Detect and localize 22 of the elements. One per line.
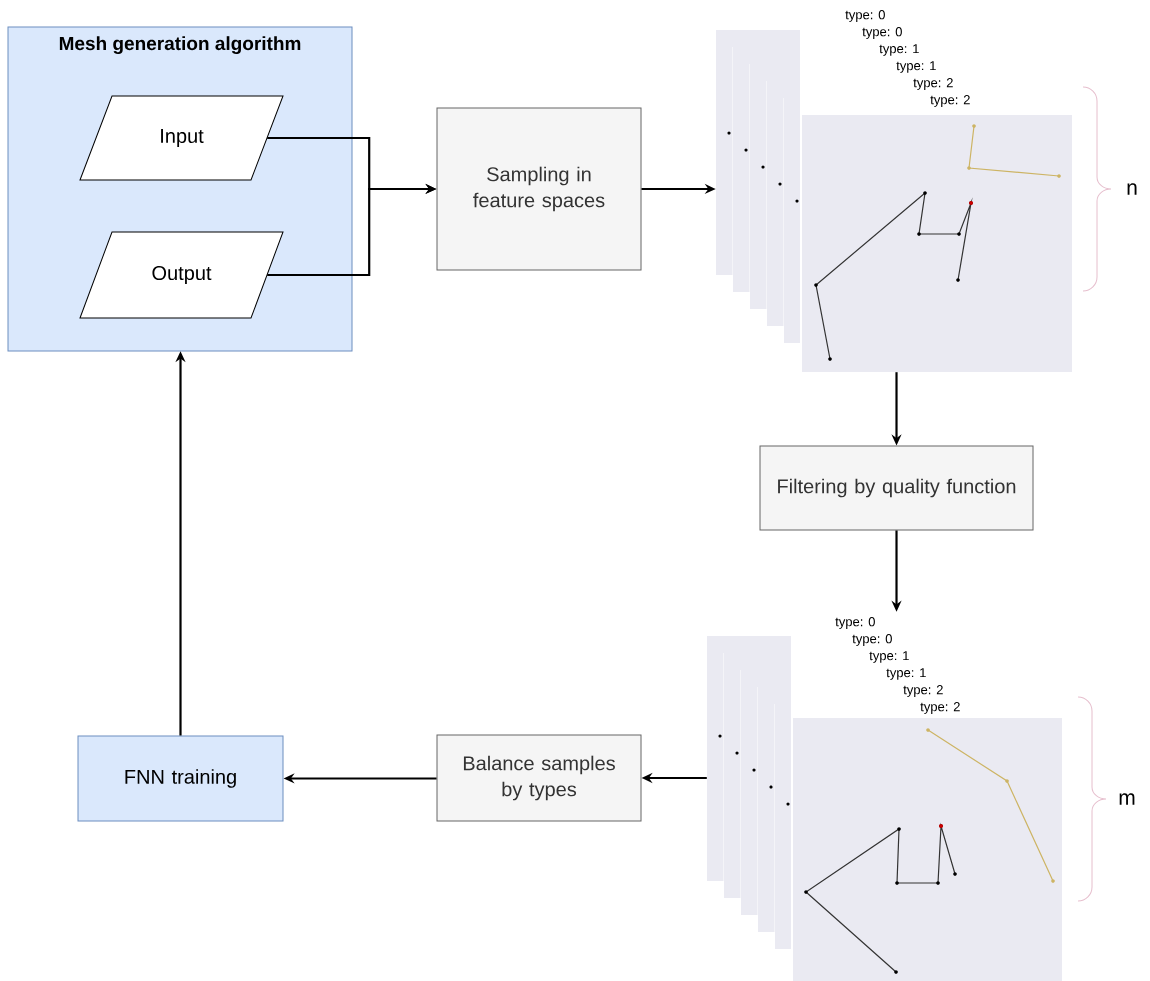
type-label: type: 1	[896, 61, 936, 73]
process-box: Filtering by quality function	[759, 445, 1034, 531]
process-box: Balance samples by types	[436, 734, 642, 822]
type-label: type: 2	[920, 702, 960, 714]
type-label: type: 2	[913, 78, 953, 90]
stacked-plots-drawing	[707, 617, 1135, 981]
process-box: FNN training	[77, 735, 284, 822]
type-label: type: 0	[845, 10, 885, 22]
data-parallelogram: Input	[79, 95, 284, 181]
type-label: type: 2	[930, 95, 970, 107]
type-label: type: 1	[869, 651, 909, 663]
data-parallelogram: Output	[79, 231, 284, 319]
type-label: type: 0	[835, 617, 875, 629]
count-label: m	[1119, 793, 1135, 805]
process-box: Sampling in feature spaces	[436, 107, 642, 271]
type-label: type: 0	[852, 634, 892, 646]
type-label: type: 0	[862, 27, 902, 39]
count-label: n	[1127, 183, 1137, 195]
type-label: type: 2	[903, 685, 943, 697]
stacked-plots-drawing	[716, 10, 1137, 372]
type-label: type: 1	[886, 668, 926, 680]
type-label: type: 1	[879, 44, 919, 56]
